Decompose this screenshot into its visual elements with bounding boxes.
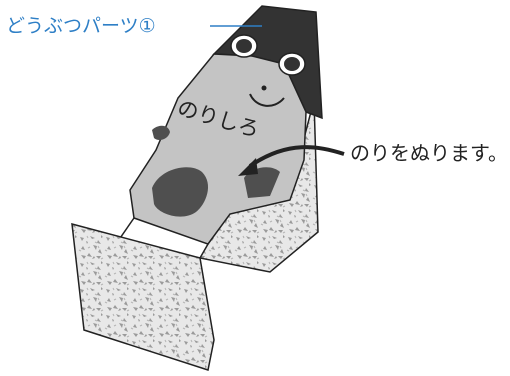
instruction-label: のりをぬります。 <box>350 141 508 165</box>
body-spot-large <box>152 167 209 217</box>
right-eye-icon <box>278 52 306 76</box>
nose-dot <box>261 85 267 91</box>
body-spot-right <box>244 167 280 198</box>
base-panel <box>71 222 215 371</box>
instruction-arrowhead-icon <box>238 158 258 176</box>
body-spot-small <box>152 125 170 140</box>
instruction-arrow <box>248 145 345 168</box>
part-title: どうぶつパーツ① <box>6 15 156 37</box>
left-eye-icon <box>230 34 258 58</box>
smile-mark <box>249 93 285 107</box>
